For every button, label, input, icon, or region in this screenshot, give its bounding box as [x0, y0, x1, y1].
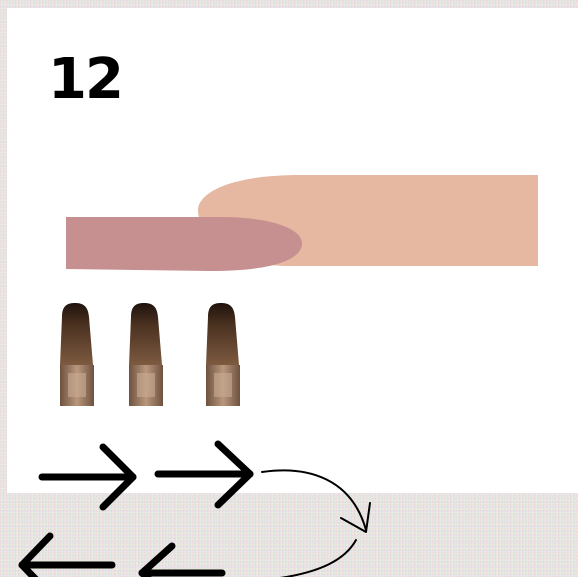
- flat-brush-icon: [60, 303, 94, 406]
- curved-arrow-down-icon: [262, 470, 370, 577]
- flat-brush-icon: [129, 303, 163, 406]
- arrow-left-icon: [22, 536, 112, 577]
- flat-brush-icon: [206, 303, 240, 406]
- arrow-left-icon: [142, 546, 222, 577]
- nail-form: [66, 217, 302, 271]
- arrow-right-icon: [158, 444, 250, 505]
- arrow-right-icon: [42, 447, 133, 507]
